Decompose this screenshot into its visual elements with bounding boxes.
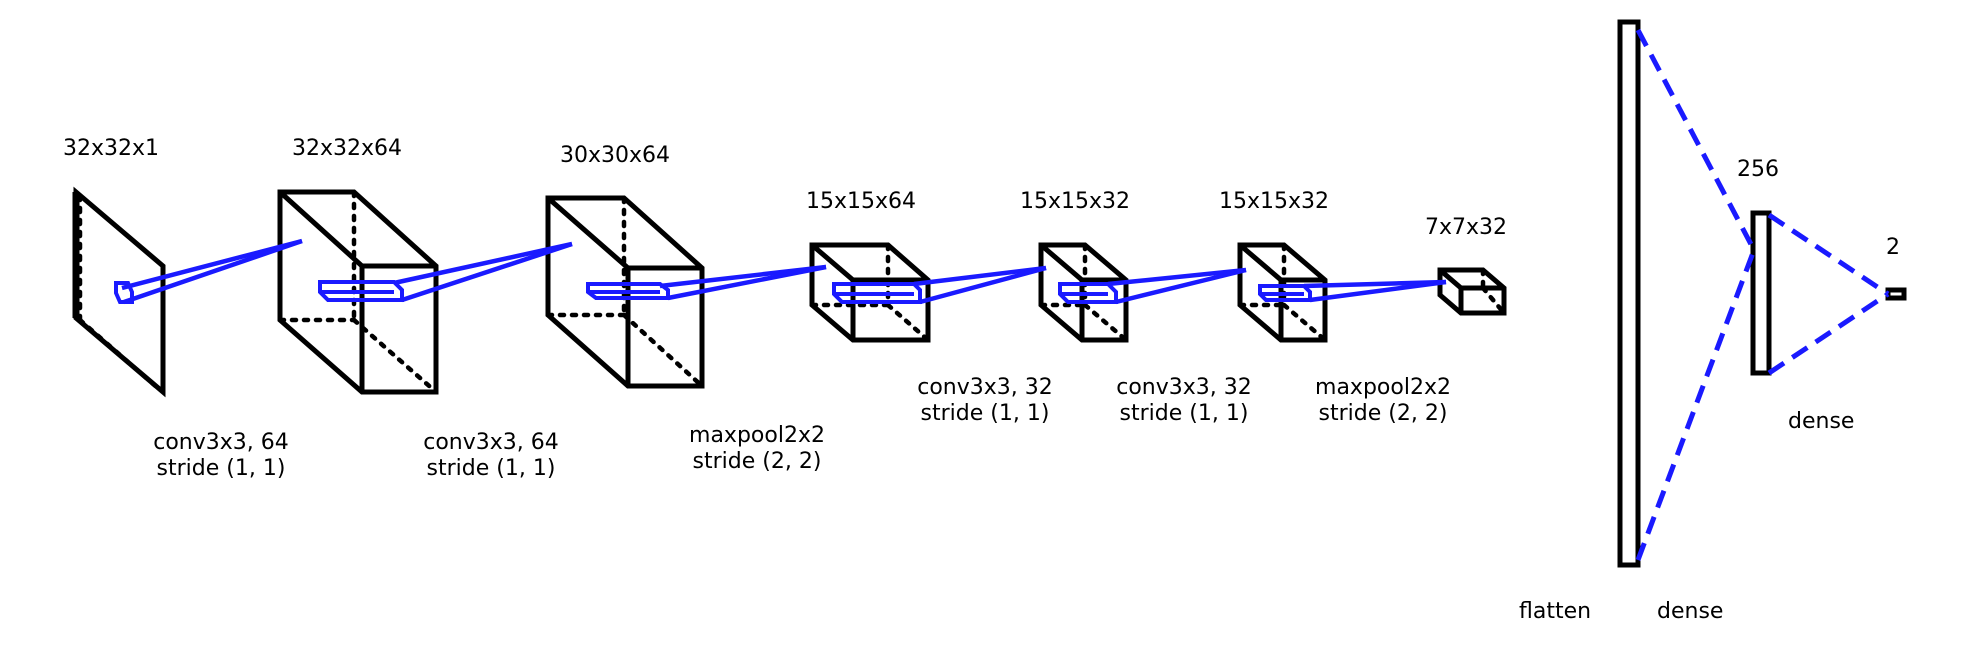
operation-name: maxpool2x2: [1315, 375, 1451, 400]
flatten-bar: [1617, 19, 1641, 568]
layer-2-box: [545, 195, 705, 389]
dense-labels: flatten dense 256 dense 2: [1519, 157, 1900, 624]
operation-name: conv3x3, 32: [1116, 375, 1252, 400]
operation-stride: stride (2, 2): [693, 449, 822, 474]
output-units-label: 2: [1886, 235, 1900, 260]
layer-input-plane: [72, 186, 166, 398]
operation-stride: stride (1, 1): [921, 401, 1050, 426]
kernel-connections: [114, 238, 1447, 305]
operation-stride: stride (1, 1): [157, 456, 286, 481]
dense-bar-256: [1750, 210, 1772, 376]
operation-stride: stride (1, 1): [1120, 401, 1249, 426]
operation-name: conv3x3, 64: [423, 430, 559, 455]
dense-units-label: 256: [1737, 157, 1779, 182]
layer-shape-label: 15x15x32: [1219, 189, 1329, 214]
layer-6-box: [1437, 267, 1507, 316]
operation-labels: conv3x3, 64 stride (1, 1) conv3x3, 64 st…: [153, 375, 1451, 481]
operation-name: conv3x3, 64: [153, 430, 289, 455]
layer-shape-labels: 32x32x1 32x32x64 30x30x64 15x15x64 15x15…: [63, 136, 1507, 240]
layer-shape-label: 15x15x32: [1020, 189, 1130, 214]
flatten-label: flatten: [1519, 599, 1591, 624]
operation-name: maxpool2x2: [689, 423, 825, 448]
operation-name: conv3x3, 32: [917, 375, 1053, 400]
layer-shape-label: 32x32x1: [63, 136, 159, 161]
layer-shape-label: 32x32x64: [292, 136, 402, 161]
layer-shape-label: 7x7x32: [1425, 215, 1507, 240]
dense-label: dense: [1657, 599, 1723, 624]
operation-stride: stride (2, 2): [1319, 401, 1448, 426]
layer-5-box: [1237, 242, 1328, 343]
output-bar-2: [1885, 287, 1907, 301]
layer-shape-label: 30x30x64: [560, 143, 670, 168]
operation-stride: stride (1, 1): [427, 456, 556, 481]
dense-label: dense: [1788, 409, 1854, 434]
dense-connections: [1635, 28, 1890, 561]
layer-shape-label: 15x15x64: [806, 189, 916, 214]
